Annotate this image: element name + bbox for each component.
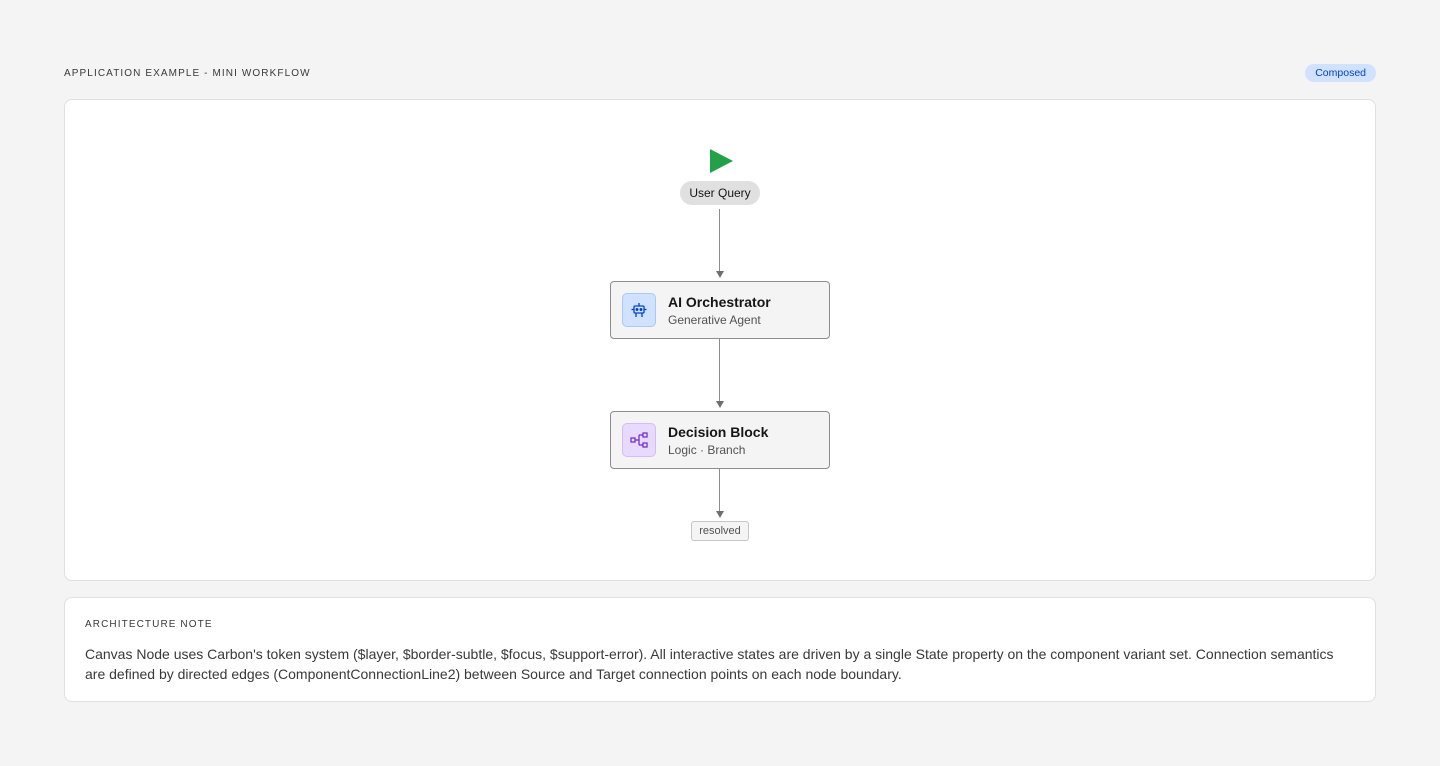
node-subtitle: Logic · Branch xyxy=(668,443,746,457)
node-decision-block[interactable]: Decision Block Logic · Branch xyxy=(610,411,830,469)
robot-icon xyxy=(622,293,656,327)
section-header: APPLICATION EXAMPLE - MINI WORKFLOW Comp… xyxy=(64,64,1376,84)
connection-line xyxy=(719,339,720,402)
architecture-note-card: ARCHITECTURE NOTE Canvas Node uses Carbo… xyxy=(64,597,1376,702)
start-node-user-query[interactable]: User Query xyxy=(680,181,760,205)
section-title: APPLICATION EXAMPLE - MINI WORKFLOW xyxy=(64,68,311,79)
connection-line xyxy=(719,469,720,512)
node-ai-orchestrator[interactable]: AI Orchestrator Generative Agent xyxy=(610,281,830,339)
end-tag-resolved: resolved xyxy=(691,521,749,541)
decision-tree-icon xyxy=(622,423,656,457)
node-title: Decision Block xyxy=(668,424,769,440)
workflow-canvas xyxy=(64,99,1376,581)
node-subtitle: Generative Agent xyxy=(668,313,761,327)
note-body: Canvas Node uses Carbon's token system (… xyxy=(85,646,1334,682)
play-icon[interactable] xyxy=(710,149,734,173)
node-title: AI Orchestrator xyxy=(668,294,771,310)
connection-arrow xyxy=(716,401,724,408)
connection-line xyxy=(719,209,720,272)
connection-arrow xyxy=(716,511,724,518)
connection-arrow xyxy=(716,271,724,278)
status-badge: Composed xyxy=(1305,64,1376,82)
note-label: ARCHITECTURE NOTE xyxy=(85,619,213,630)
